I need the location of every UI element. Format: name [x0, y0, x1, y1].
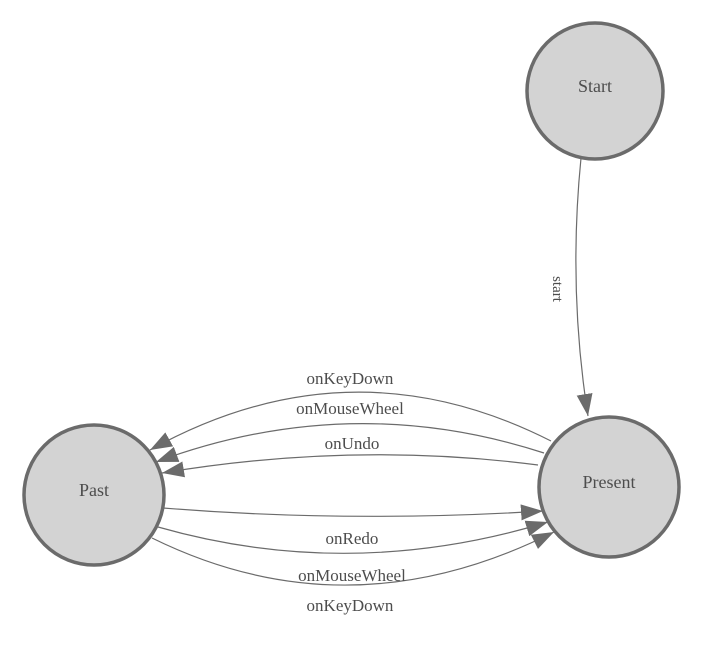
edge-present-to-past-onmousewheel [155, 423, 545, 463]
edge-label-onkeydown-bottom: onKeyDown [307, 596, 394, 615]
node-past[interactable]: Past [22, 423, 166, 567]
edge-label-onredo: onRedo [326, 529, 379, 548]
node-start-label: Start [578, 76, 612, 96]
edge-label-onmousewheel-top: onMouseWheel [296, 399, 404, 418]
node-start-circle[interactable] [525, 21, 665, 161]
node-start[interactable]: Start [525, 21, 665, 161]
node-present[interactable]: Present [537, 415, 681, 559]
edge-past-to-present-onredo [162, 504, 544, 521]
edge-past-to-present-onkeydown [151, 531, 555, 586]
edge-present-to-past-onundo [161, 454, 539, 478]
edge-present-to-past-onkeydown [149, 391, 552, 451]
node-present-label: Present [583, 472, 636, 492]
edge-label-onmousewheel-bottom: onMouseWheel [298, 566, 406, 585]
node-past-circle[interactable] [22, 423, 166, 567]
node-present-circle[interactable] [537, 415, 681, 559]
edge-label-onkeydown-top: onKeyDown [307, 369, 394, 388]
edge-label-start: start [549, 276, 565, 303]
edge-label-group: start onKeyDown onMouseWheel onUndo onRe… [296, 276, 565, 615]
edge-start-to-present [575, 157, 593, 417]
edge-past-to-present-onmousewheel [157, 520, 549, 554]
edge-label-onundo: onUndo [325, 434, 380, 453]
node-past-label: Past [79, 480, 109, 500]
edge-group [149, 157, 593, 586]
